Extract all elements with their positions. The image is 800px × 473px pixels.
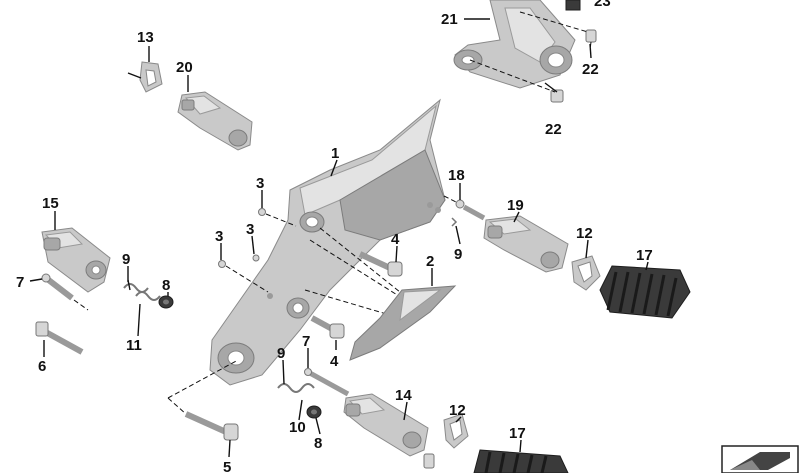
part-number-label: 7 [16, 274, 24, 291]
part-number-label: 2 [426, 253, 434, 270]
part-number-label: 14 [395, 387, 412, 404]
bolt-part-4-upper [358, 251, 403, 277]
footpeg-part-17-lower [473, 449, 569, 473]
part-number-label: 3 [246, 221, 254, 238]
part-number-label: 21 [441, 11, 458, 28]
bracket-part-19 [483, 215, 569, 273]
part-number-label: 9 [454, 246, 462, 263]
spring-part-9-lower [277, 383, 315, 393]
part-number-label: 4 [330, 353, 339, 370]
part-number-label: 1 [331, 145, 339, 162]
clip-part-13 [127, 61, 163, 93]
part-number-label: 9 [277, 345, 285, 362]
screw-part-3-mid [252, 254, 260, 262]
part-number-label: 6 [38, 358, 46, 375]
part-number-label: 4 [391, 231, 400, 248]
clip-part-9-right [451, 217, 458, 227]
bolt-part-22-upper [585, 29, 597, 51]
part-number-label: 11 [126, 337, 142, 354]
clip-part-12-lower [443, 413, 469, 449]
part-number-label: 12 [449, 402, 466, 419]
holder-part-15 [41, 227, 111, 293]
part-number-label: 17 [509, 425, 526, 442]
bracket-part-20 [177, 91, 253, 151]
part-number-label: 5 [223, 459, 231, 473]
screw-part-3-top [258, 208, 297, 227]
part-number-label: 20 [176, 59, 193, 76]
washer-part-8-left [158, 295, 174, 309]
pin-part-7-left [41, 273, 89, 311]
long-bolt-part-5 [167, 359, 239, 441]
part-number-label: 7 [302, 333, 310, 350]
heel-plate-part-2 [349, 285, 457, 361]
part-number-label: 12 [576, 225, 593, 242]
bolt-part-6 [35, 321, 84, 355]
part-number-label: 9 [122, 251, 130, 268]
page-turn-icon [721, 445, 799, 473]
bracket-part-14 [343, 393, 435, 469]
pin-part-18 [443, 195, 486, 221]
part-number-label: 10 [289, 419, 306, 436]
part-number-label: 3 [215, 228, 223, 245]
part-number-label: 18 [448, 167, 465, 184]
pin-part-7-lower [304, 368, 350, 397]
bolt-part-22-lower [544, 82, 564, 103]
bolt-part-4-lower [310, 315, 345, 339]
spring-part-9-left [123, 279, 161, 301]
part-number-label: 3 [256, 175, 264, 192]
washer-part-8-lower [306, 405, 322, 419]
part-number-label: 19 [507, 197, 524, 214]
main-carrier-part-1 [209, 98, 446, 386]
upper-bracket-part-21 [453, 0, 581, 89]
part-number-label: 13 [137, 29, 154, 46]
clip-part-12-upper [571, 255, 601, 291]
part-number-label: 22 [582, 61, 599, 78]
part-number-label: 17 [636, 247, 653, 264]
screw-part-3-left [218, 260, 269, 293]
part-number-label: 8 [162, 277, 170, 294]
part-number-label: 22 [545, 121, 562, 138]
part-number-label: 23 [594, 0, 611, 10]
part-number-label: 8 [314, 435, 322, 452]
footpeg-part-17-upper [599, 265, 691, 319]
part-number-label: 15 [42, 195, 59, 212]
